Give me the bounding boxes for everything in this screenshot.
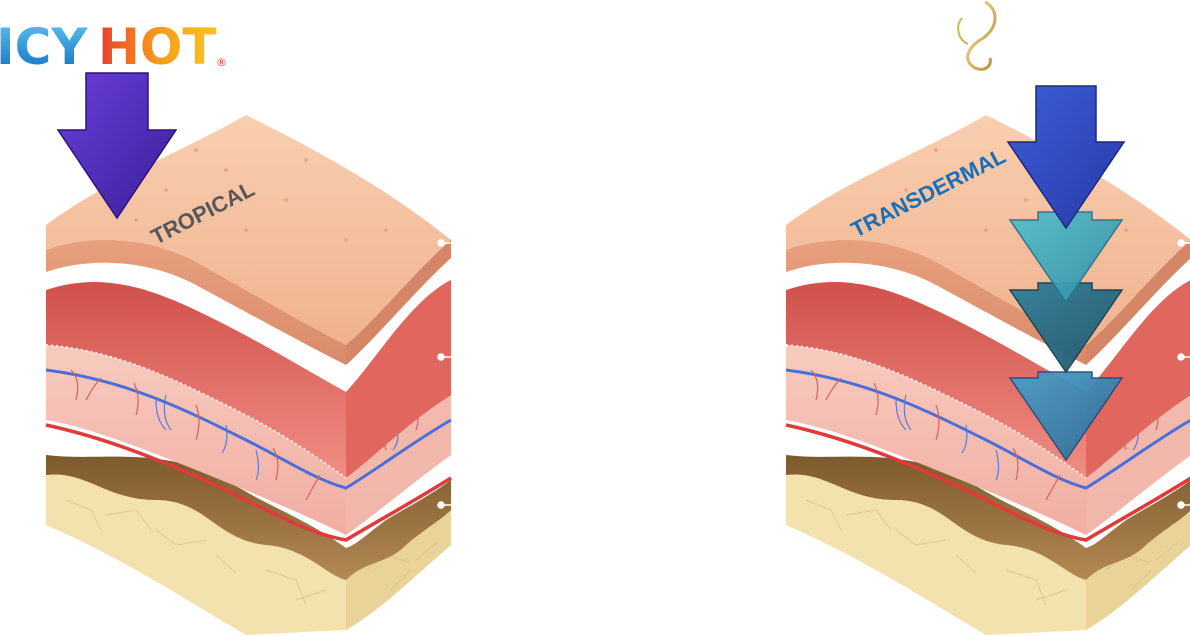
registered-mark: ®: [216, 56, 227, 69]
logo-icy-text: ICY: [0, 18, 88, 76]
arrow-dark-teal-icon: [1008, 282, 1124, 374]
purple-arrow-icon: [56, 72, 178, 220]
gold-swirl-icon: [957, 0, 997, 71]
penetration-arrows: [1006, 85, 1126, 462]
arrow-teal-icon: [1008, 211, 1124, 304]
arrow-steel-icon: [1008, 371, 1124, 462]
logo-hot-text: HOT: [98, 18, 216, 76]
icyhot-logo: ICY HOT ®: [0, 17, 227, 77]
arrow-blue-icon: [1006, 85, 1126, 230]
diagram-tropical: TROPICAL: [44, 113, 453, 636]
diagram-transdermal: TRANSDERMAL: [784, 113, 1190, 636]
